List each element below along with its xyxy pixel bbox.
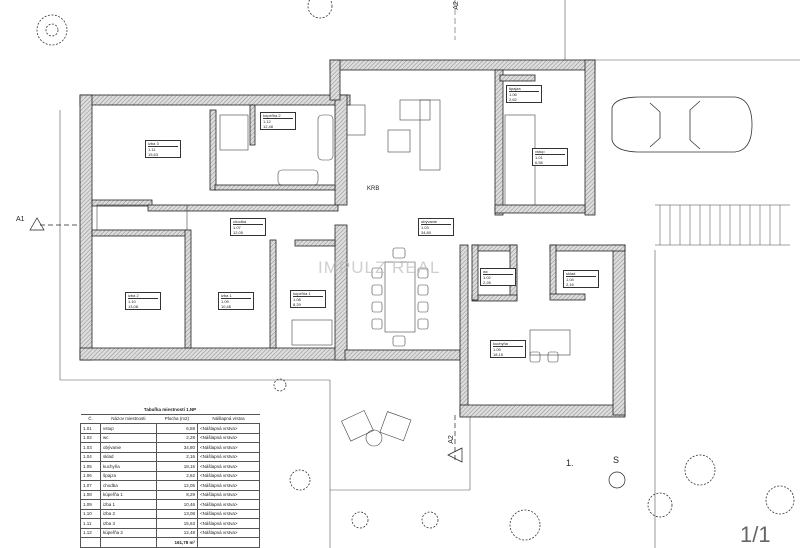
room-name: vstup [100, 423, 157, 434]
header-area: Plocha (m2) [156, 414, 198, 424]
plot-number: 1. [566, 458, 574, 468]
room-name: kuchyňa [100, 461, 157, 472]
room-name: izba 3 [100, 518, 157, 529]
room-floor-layer: <Nášlapná vrstva> [196, 518, 261, 529]
exterior-stairs [655, 204, 790, 246]
room-name: wc [100, 432, 157, 443]
room-floor-layer: <Nášlapná vrstva> [196, 451, 261, 462]
header-number: Č. [80, 414, 101, 424]
room-floor-layer: <Nášlapná vrstva> [196, 527, 261, 538]
room-name: špajza [100, 470, 157, 481]
walls [79, 59, 626, 418]
room-area: 15,63 [155, 518, 198, 529]
room-area: 8,29 [155, 489, 198, 500]
room-number: 1.01 [79, 423, 102, 434]
room-name: obývanie [100, 442, 157, 453]
room-area: 18,15 [155, 461, 198, 472]
room-name: chodba [100, 480, 157, 491]
room-number: 1.08 [79, 489, 102, 500]
section-label-a1: A1 [16, 216, 25, 223]
room-floor-layer: <Nášlapná vrstva> [196, 489, 261, 500]
room-name: sklad [100, 451, 157, 462]
trees [36, 0, 795, 541]
room-name: kúpeľňa 2 [100, 527, 157, 538]
room-area: 2,16 [155, 451, 198, 462]
room-area: 6,58 [155, 423, 198, 434]
room-name: izba 1 [100, 499, 157, 510]
watermark: IMPULZ REAL [318, 258, 441, 277]
furniture [96, 99, 571, 447]
room-floor-layer: <Nášlapná vrstva> [196, 442, 261, 453]
section-markers [29, 217, 626, 489]
room-number: 1.07 [79, 480, 102, 491]
room-floor-layer: <Nášlapná vrstva> [196, 480, 261, 491]
room-floor-layer: <Nášlapná vrstva> [196, 508, 261, 519]
plot-boundary [59, 0, 800, 548]
car-icon [611, 96, 753, 153]
room-area: 12,05 [155, 480, 198, 491]
room-floor-layer: <Nášlapná vrstva> [196, 461, 261, 472]
room-floor-layer: <Nášlapná vrstva> [196, 423, 261, 434]
room-number: 1.10 [79, 508, 102, 519]
room-area: 10,46 [155, 499, 198, 510]
total-area: 161,78 m² [155, 537, 198, 548]
header-room-name: Názov miestnosti [100, 414, 157, 424]
room-area: 12,48 [155, 527, 198, 538]
room-schedule-table: Tabuľka miestností 1.NP Č. Názov miestno… [79, 405, 261, 548]
room-number: 1.12 [79, 527, 102, 538]
section-label-a2-top: A2 [452, 1, 460, 10]
room-name: izba 2 [100, 508, 157, 519]
header-floor-layer: Nášlapná vrstva [197, 414, 260, 424]
room-number: 1.03 [79, 442, 102, 453]
room-area: 34,80 [155, 442, 198, 453]
room-number: 1.06 [79, 470, 102, 481]
room-number: 1.11 [79, 518, 102, 529]
room-floor-layer: <Nášlapná vrstva> [196, 499, 261, 510]
fireplace-label: KRB [367, 186, 380, 192]
room-area: 2,28 [155, 432, 198, 443]
table-title: Tabuľka miestností 1.NP [80, 405, 260, 415]
room-number: 1.05 [79, 461, 102, 472]
room-floor-layer: <Nášlapná vrstva> [196, 432, 261, 443]
room-number: 1.09 [79, 499, 102, 510]
room-number: 1.02 [79, 432, 102, 443]
room-name: kúpeľňa 1 [100, 489, 157, 500]
room-number: 1.04 [79, 451, 102, 462]
room-floor-layer: <Nášlapná vrstva> [196, 470, 261, 481]
room-area: 13,08 [155, 508, 198, 519]
north-label: S [613, 455, 620, 465]
room-area: 2,62 [155, 470, 198, 481]
sheet-number: 1/1 [740, 522, 771, 547]
section-label-a2: A2 [447, 435, 455, 444]
